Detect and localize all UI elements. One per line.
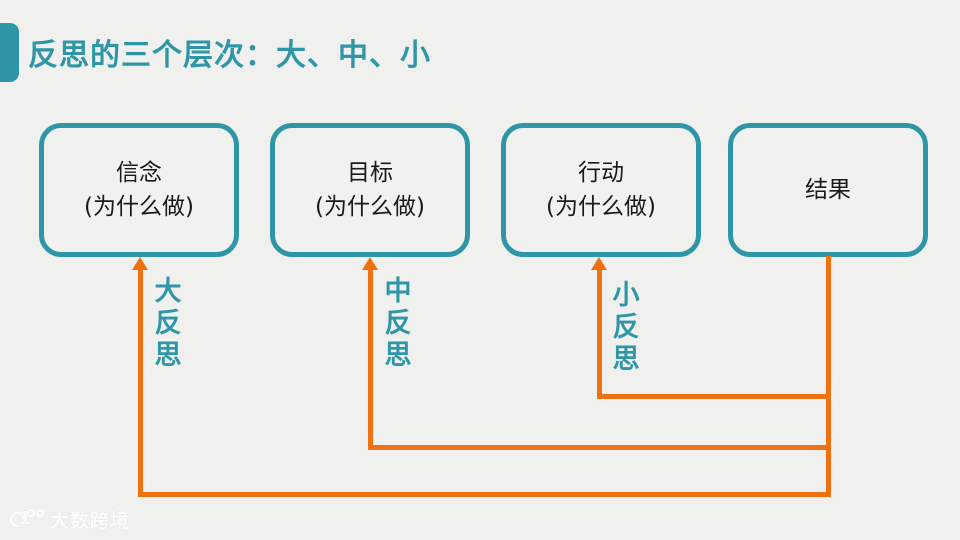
watermark: 1 大数跨境 xyxy=(6,506,131,532)
box-result-title: 结果 xyxy=(805,177,851,203)
flow-box-result: 结果 xyxy=(728,123,928,257)
connector-medium-vertical xyxy=(367,268,373,450)
label-medium-reflection: 中反思 xyxy=(384,276,412,371)
watermark-logo-icon: 1 xyxy=(6,507,44,531)
connector-small-vertical xyxy=(596,268,602,399)
box-action-subtitle: (为什么做) xyxy=(546,194,656,220)
connector-medium-horizontal xyxy=(367,445,831,450)
watermark-circle-icon xyxy=(27,509,35,517)
connector-big-vertical xyxy=(137,268,143,497)
label-small-reflection: 小反思 xyxy=(612,280,640,375)
slide-title: 反思的三个层次：大、中、小 xyxy=(28,38,431,73)
flow-box-goal: 目标 (为什么做) xyxy=(270,123,470,257)
box-belief-title: 信念 xyxy=(116,160,162,186)
flow-box-belief: 信念 (为什么做) xyxy=(39,123,239,257)
connector-result-drop xyxy=(825,256,831,497)
connector-big-horizontal xyxy=(137,492,831,497)
flow-box-action: 行动 (为什么做) xyxy=(501,123,701,257)
box-action-title: 行动 xyxy=(578,160,624,186)
connector-small-horizontal xyxy=(596,394,831,399)
box-goal-title: 目标 xyxy=(347,160,393,186)
arrow-up-action xyxy=(591,257,607,270)
watermark-text: 大数跨境 xyxy=(50,509,131,532)
label-big-reflection: 大反思 xyxy=(154,276,182,371)
box-goal-subtitle: (为什么做) xyxy=(315,194,425,220)
arrow-up-goal xyxy=(362,257,378,270)
arrow-up-belief xyxy=(132,257,148,270)
watermark-circle-icon xyxy=(36,509,44,517)
box-belief-subtitle: (为什么做) xyxy=(84,194,194,220)
title-accent-bar xyxy=(0,23,19,82)
